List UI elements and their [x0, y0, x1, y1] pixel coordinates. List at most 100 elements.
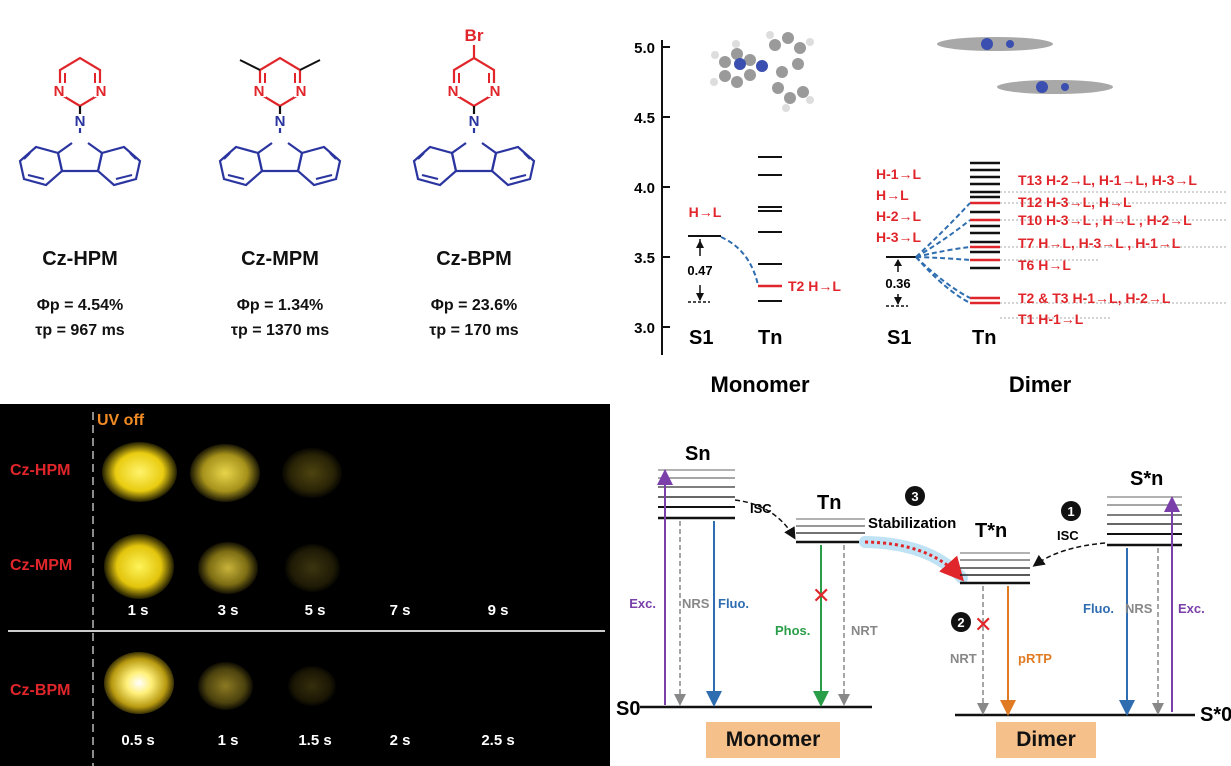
s1-label: S1 [887, 327, 911, 349]
triplet-transition: T1 H-1→L [1018, 311, 1084, 327]
photo-grid-lines [8, 412, 605, 766]
gap-value: 0.47 [687, 263, 712, 278]
triplet-transition: T2 & T3 H-1→L, H-2→L [1018, 290, 1171, 306]
triplet-transition: T10 H-3→L , H→L , H-2→L [1018, 212, 1192, 228]
row-label: Cz-BPM [10, 682, 71, 699]
gap-value: 0.36 [885, 276, 910, 291]
s1-transition: H-3→L [876, 229, 922, 245]
tn-star-label: T*n [975, 520, 1007, 542]
s0-star-label: S*0 [1200, 704, 1231, 726]
dimer-tag: Dimer [996, 722, 1096, 758]
triplet-transition: T7 H→L, H-3→L , H-1→L [1018, 235, 1181, 251]
phos-label: Phos. [775, 623, 810, 638]
prtp-label: pRTP [1018, 651, 1052, 666]
crystal-glow [288, 666, 336, 706]
triplet-transition: T6 H→L [1018, 257, 1071, 273]
y-tick: 5.0 [634, 40, 655, 57]
svg-text:N: N [54, 83, 65, 100]
cz-mpm-structure: N N N [218, 56, 342, 187]
tn-label: Tn [758, 327, 782, 349]
isc-label: ISC [1057, 528, 1079, 543]
nrt-label: NRT [950, 651, 977, 666]
s1-transition: H-1→L [876, 166, 922, 182]
crystal-glow [198, 662, 253, 710]
row-label: Cz-HPM [10, 462, 71, 479]
crystal-glow [282, 448, 342, 498]
crystal-glow [285, 544, 340, 592]
step-3-badge [905, 486, 925, 506]
nrs-label: NRS [1125, 601, 1153, 616]
crystal-glow [190, 444, 260, 502]
svg-text:N: N [275, 113, 286, 130]
svg-text:1: 1 [1067, 504, 1074, 519]
time-label: 5 s [304, 602, 326, 619]
time-label: 1 s [217, 732, 239, 749]
time-label: 1.5 s [298, 732, 332, 749]
sn-star-label: S*n [1130, 468, 1163, 490]
energy-level-diagram: 5.0 4.5 4.0 3.5 3.0 0.47 H→L T2 H→L S1 T… [634, 31, 1226, 397]
t2-transition: T2 H→L [788, 278, 841, 294]
svg-text:N: N [448, 83, 459, 100]
uv-off-label: UV off [97, 412, 145, 429]
molecule-name: Cz-HPM [42, 248, 118, 270]
step-1-badge [1061, 501, 1081, 521]
jablonski-diagram: Sn Tn S0 Exc. NRS Fluo. ISC Phos. ✕ NRT … [616, 443, 1231, 726]
svg-text:3: 3 [911, 489, 918, 504]
stabilization-label: Stabilization [868, 515, 956, 532]
step-2-badge [951, 612, 971, 632]
crystal-glow [102, 442, 177, 502]
monomer-tag: Monomer [706, 722, 840, 758]
time-label: 2 s [389, 732, 411, 749]
tn-label: Tn [817, 492, 841, 514]
exc-label: Exc. [629, 596, 656, 611]
triplet-transition: T13 H-2→L, H-1→L, H-3→L [1018, 172, 1197, 188]
y-tick: 3.0 [634, 320, 655, 337]
afterglow-photo-panel: UV off Cz-HPM Cz-MPM Cz-BPM 1 s 3 s 5 s … [0, 404, 610, 766]
y-tick: 4.5 [634, 110, 655, 127]
bromine-label: Br [465, 26, 484, 45]
fluo-label: Fluo. [1083, 601, 1114, 616]
row-label: Cz-MPM [10, 557, 73, 574]
lifetime: τp = 1370 ms [230, 322, 330, 339]
triplet-transition: T12 H-3→L, H→L [1018, 194, 1132, 210]
quantum-yield: Φp = 1.34% [236, 297, 324, 314]
molecule-name: Cz-BPM [436, 248, 512, 270]
s1-transition: H→L [689, 204, 722, 220]
svg-text:N: N [254, 83, 265, 100]
monomer-molecule-model [710, 31, 814, 112]
cz-bpm-structure: N N N Br [412, 26, 536, 187]
crystal-glow [198, 542, 258, 594]
time-label: 3 s [217, 602, 239, 619]
time-label: 9 s [487, 602, 509, 619]
monomer-title: Monomer [711, 372, 810, 397]
lifetime: τp = 170 ms [429, 322, 519, 339]
time-label: 1 s [127, 602, 149, 619]
molecule-name: Cz-MPM [241, 248, 319, 270]
time-label: 2.5 s [481, 732, 515, 749]
blocked-cross-icon: ✕ [812, 583, 830, 608]
time-label: 7 s [389, 602, 411, 619]
atom-n: N [75, 113, 86, 130]
exc-label: Exc. [1178, 601, 1205, 616]
crystal-glow [104, 534, 174, 599]
sn-label: Sn [685, 443, 711, 465]
svg-text:N: N [490, 83, 501, 100]
nrt-label: NRT [851, 623, 878, 638]
quantum-yield: Φp = 23.6% [430, 297, 518, 314]
tn-label: Tn [972, 327, 996, 349]
cz-hpm-structure: N N N [18, 56, 142, 187]
s1-transition: H-2→L [876, 208, 922, 224]
blocked-cross-icon: ✕ [974, 612, 992, 637]
s0-label: S0 [616, 698, 640, 720]
dimer-title: Dimer [1009, 372, 1072, 397]
crystal-glow [104, 652, 174, 714]
y-tick: 3.5 [634, 250, 655, 267]
time-label: 0.5 s [121, 732, 155, 749]
s1-label: S1 [689, 327, 713, 349]
y-tick: 4.0 [634, 180, 655, 197]
dimer-molecule-model [937, 37, 1113, 94]
s1-transition: H→L [876, 187, 909, 203]
lifetime: τp = 967 ms [35, 322, 125, 339]
svg-text:N: N [469, 113, 480, 130]
svg-text:N: N [96, 83, 107, 100]
